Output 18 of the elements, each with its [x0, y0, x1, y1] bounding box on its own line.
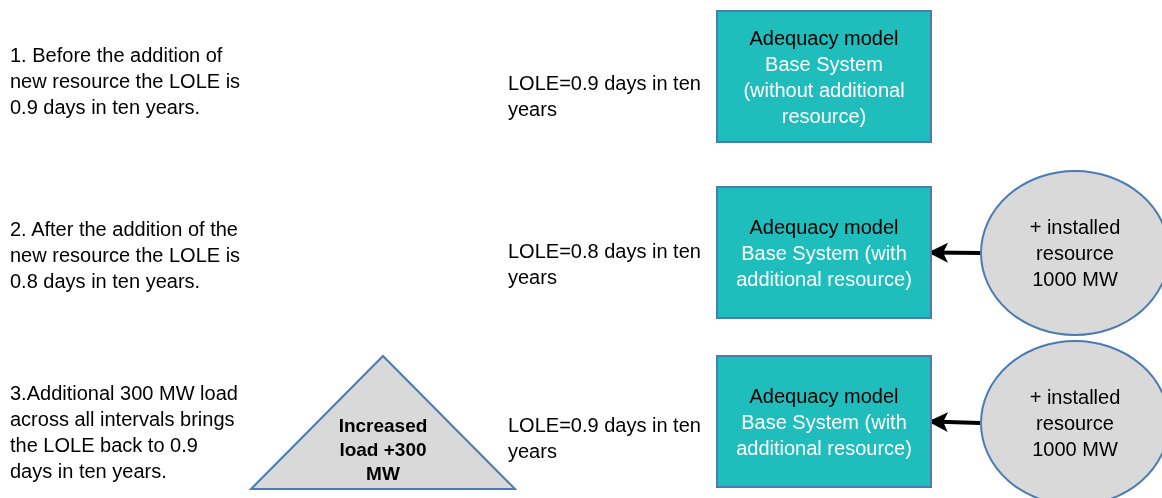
- box-text: Base System (without additional resource): [742, 51, 906, 129]
- box-text: Base System (with additional resource): [735, 409, 913, 461]
- lole-text: LOLE=0.9 days in ten years: [508, 71, 702, 122]
- step-note: 3.Additional 300 MW load across all intervals brings the LOLE back to 0.9 days in ten years.: [10, 381, 239, 484]
- box-heading: Adequacy model: [749, 383, 899, 409]
- box-heading: Adequacy model: [749, 25, 899, 51]
- shape-text: + installed resource 1000 MW: [1028, 385, 1122, 462]
- model-box: [716, 355, 932, 488]
- lole-text: LOLE=0.8 days in ten years: [508, 239, 702, 290]
- box-text: Base System (with additional resource): [735, 240, 913, 292]
- box-heading: Adequacy model: [749, 214, 899, 240]
- step-note: 2. After the addition of the new resource the LOLE is 0.8 days in ten years.: [10, 217, 242, 294]
- lole-text: LOLE=0.9 days in ten years: [508, 413, 702, 464]
- model-box: [716, 10, 932, 143]
- shape-text: Increased load +300 MW: [337, 414, 429, 486]
- step-note: 1. Before the addition of new resource the LOLE is 0.9 days in ten years.: [10, 43, 242, 120]
- shape-text: + installed resource 1000 MW: [1028, 215, 1122, 292]
- model-box: [716, 186, 932, 319]
